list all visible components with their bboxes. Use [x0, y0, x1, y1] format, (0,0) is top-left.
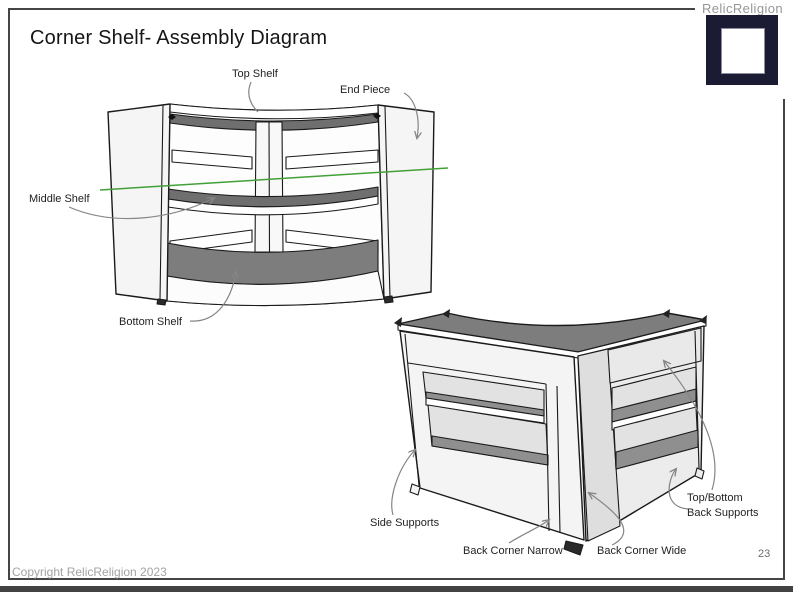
brand-logo: RelicReligion [695, 1, 790, 16]
leader-back-corner-narrow [508, 520, 549, 544]
middle-shelf-front-edge [167, 195, 379, 216]
slide-border-left [8, 8, 10, 580]
left-shelf-rail [425, 397, 545, 424]
support-tip-mark-1 [394, 317, 402, 327]
label-back-corner-narrow: Back Corner Narrow [463, 545, 563, 557]
upper-rail-left [171, 149, 253, 170]
front-foot-right [383, 295, 394, 304]
leader-top-shelf [248, 81, 259, 113]
back-view-sketch [394, 309, 707, 556]
slide-border-top [8, 8, 695, 10]
slide-border-bottom [8, 578, 785, 580]
page-number: 23 [758, 548, 771, 560]
label-top-bottom-back-supports-line2: Back Supports [687, 507, 759, 519]
page-title: Corner Shelf- Assembly Diagram [30, 27, 328, 49]
upper-rail-right [285, 149, 379, 170]
label-back-corner-wide: Back Corner Wide [597, 545, 687, 557]
back-right-foot [694, 467, 705, 480]
copyright-text: Copyright RelicReligion 2023 [12, 565, 167, 579]
label-bottom-shelf: Bottom Shelf [119, 316, 182, 328]
label-top-bottom-back-supports-line1: Top/Bottom [687, 492, 743, 504]
label-middle-shelf: Middle Shelf [29, 193, 90, 205]
leader-top-back-support [664, 361, 716, 491]
slide-border-right [783, 99, 785, 580]
end-piece-left [107, 103, 171, 302]
label-end-piece: End Piece [340, 84, 391, 96]
axis-line-green [99, 167, 449, 191]
window-bottom-strip [0, 586, 793, 592]
shelf-end-marker-left [168, 114, 176, 120]
label-top-bottom-back-supports: Top/Bottom Back Supports [687, 491, 759, 521]
back-view-leaders [391, 361, 716, 546]
leader-back-corner-wide [589, 493, 625, 546]
brand-logo-inner-square [721, 28, 765, 74]
brand-logo-square-icon [706, 15, 778, 85]
support-tip-mark-4 [699, 315, 707, 324]
leader-bottom-back-support [668, 469, 689, 510]
front-view-leaders [68, 81, 418, 322]
leader-side-supports [391, 450, 415, 516]
back-top-edge-band [397, 319, 707, 359]
front-view-sketch [99, 103, 449, 307]
front-foot-left [156, 298, 167, 306]
shelf-end-marker-right [373, 113, 381, 119]
leader-middle-shelf [68, 198, 214, 220]
end-piece-right [377, 104, 435, 300]
leader-end-piece [403, 92, 418, 138]
back-left-foot [409, 483, 421, 496]
back-center-foot [563, 540, 584, 556]
label-top-shelf: Top Shelf [232, 68, 278, 80]
leader-bottom-shelf [189, 272, 236, 322]
support-tip-mark-2 [442, 309, 450, 318]
label-side-supports: Side Supports [370, 517, 440, 529]
brand-logo-text: RelicReligion [701, 1, 784, 16]
right-top-back-support [607, 327, 702, 384]
support-tip-mark-3 [662, 309, 670, 318]
